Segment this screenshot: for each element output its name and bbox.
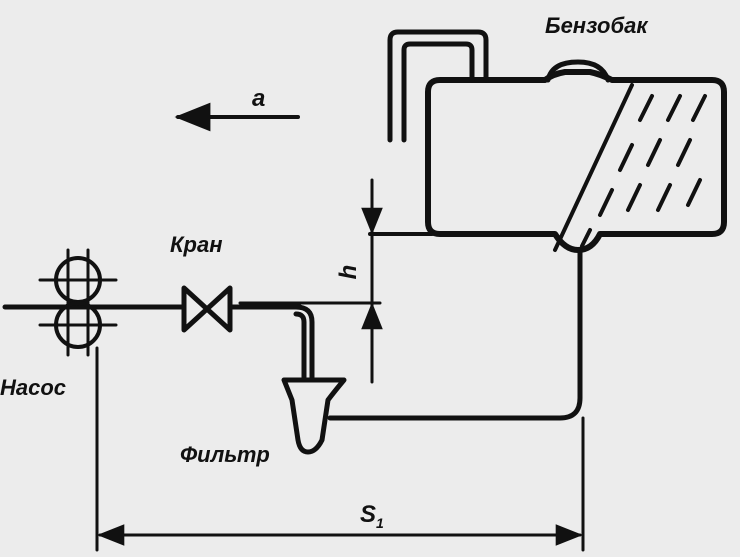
distance-subscript: 1 — [376, 515, 384, 531]
tank-label: Бензобак — [545, 13, 649, 38]
vent-tube — [387, 29, 489, 143]
fuel-hatching — [580, 94, 707, 248]
filter-label: Фильтр — [180, 442, 270, 467]
height-label: h — [335, 265, 362, 280]
fuel-surface-line — [553, 83, 634, 252]
distance-label: S — [360, 501, 376, 528]
filler-neck — [545, 59, 611, 83]
filter — [281, 377, 347, 455]
valve — [181, 285, 233, 333]
pump-label: Насос — [0, 375, 66, 400]
distance-dimension — [95, 346, 585, 552]
height-dimension — [238, 178, 383, 384]
pump — [38, 248, 118, 357]
fuel-tank — [425, 59, 727, 253]
fuel-line — [2, 304, 315, 383]
acceleration-label: a — [252, 85, 265, 112]
tank-to-filter-line — [327, 247, 583, 421]
valve-label: Кран — [170, 232, 223, 257]
